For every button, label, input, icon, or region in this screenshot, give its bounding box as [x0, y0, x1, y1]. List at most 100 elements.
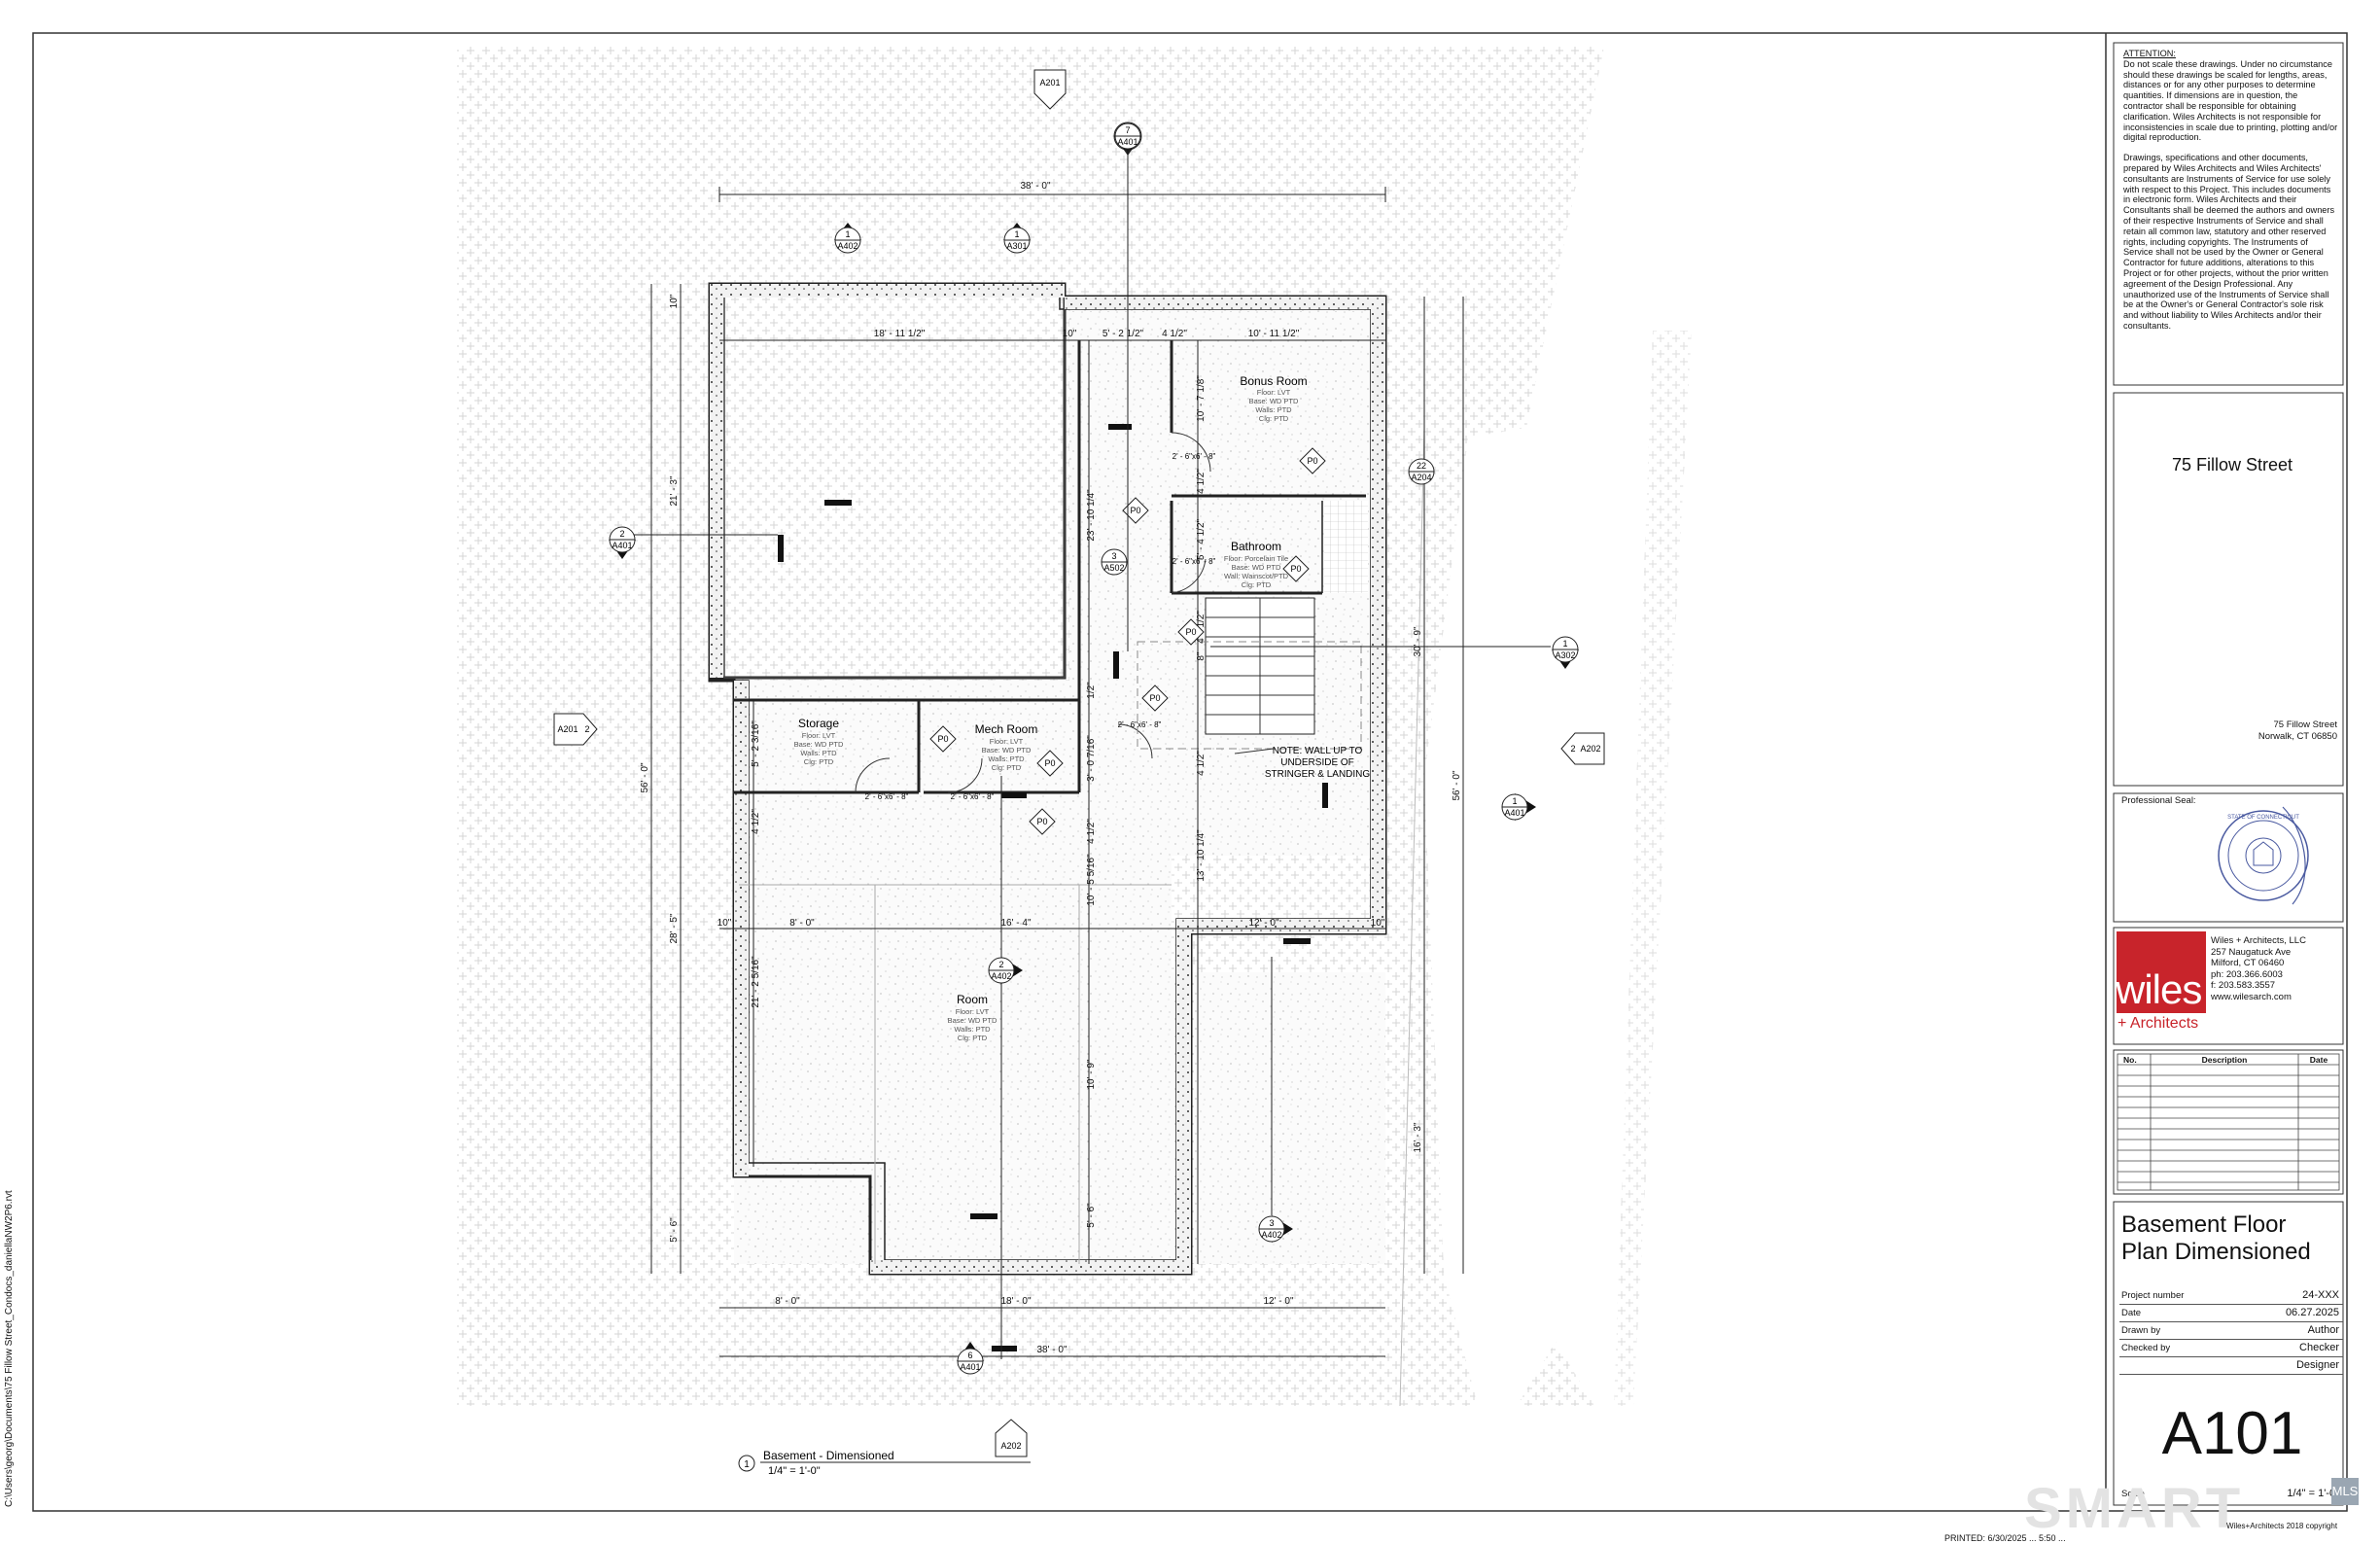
info-value: 06.27.2025: [2285, 1307, 2339, 1318]
info-row-drawn-by: Drawn by Author: [2119, 1322, 2343, 1340]
section-number: 1: [1512, 796, 1517, 806]
section-number: 2: [998, 960, 1003, 969]
section-number: 22: [1417, 461, 1426, 471]
professional-seal: STATE OF CONNECTICUT: [2218, 806, 2309, 905]
door-tag: P0: [1130, 506, 1140, 515]
door-tag: P0: [937, 734, 948, 744]
dim-v-stair-b: 8": [1196, 651, 1207, 661]
attention-paragraph-1: Do not scale these drawings. Under no ci…: [2123, 58, 2338, 143]
view-number: 1: [744, 1459, 750, 1470]
dim-v-lower2: 5' - 6": [1086, 1203, 1097, 1228]
firm-logo-word: wiles: [2116, 966, 2202, 1012]
attention-heading: ATTENTION:: [2123, 49, 2176, 58]
room-finish: Walls: PTD: [1255, 405, 1292, 414]
dim-mid-10a: 10": [718, 918, 732, 929]
info-value: Author: [2307, 1324, 2339, 1336]
dim-left-c: 5' - 6": [669, 1217, 680, 1243]
section-number: 2: [584, 724, 589, 734]
section-number: 1: [845, 229, 850, 239]
dim-bottom-overall: 38' - 0": [1036, 1345, 1067, 1355]
room-finish: Base: WD PTD: [982, 746, 1032, 754]
sheet-title: Basement Floor Plan Dimensioned: [2121, 1211, 2345, 1266]
attention-paragraph-2: Drawings, specifications and other docum…: [2123, 153, 2335, 331]
view-name: Basement - Dimensioned: [763, 1449, 894, 1462]
firm-web: www.wilesarch.com: [2211, 991, 2292, 1002]
section-number: 1: [1562, 639, 1567, 649]
project-address-line1: 75 Fillow Street: [2273, 719, 2337, 730]
door-labels: 2' - 6"x6' - 8" 2' - 6"x6' - 8" 2' - 6"x…: [865, 452, 1216, 801]
dim-right-overall: 56' - 0": [1452, 770, 1462, 800]
room-finish: Base: WD PTD: [1232, 563, 1281, 572]
dim-v-hall: 23' - 10 1/4": [1086, 489, 1097, 542]
firm-info: Wiles + Architects, LLC 257 Naugatuck Av…: [2211, 935, 2306, 1002]
door-tags: P0 P0 P0 P0 P0 P0 P0 P0: [929, 447, 1326, 835]
stair-note: NOTE: WALL UP TO UNDERSIDE OF STRINGER &…: [1234, 746, 1370, 780]
room-finish: Clg: PTD: [1259, 414, 1289, 423]
section-sheet: A401: [1117, 137, 1138, 147]
door-tag: P0: [1149, 693, 1160, 703]
room-finish: Floor: LVT: [1257, 388, 1291, 397]
section-sheet: A201: [557, 724, 578, 734]
door-tag: P0: [1290, 564, 1301, 574]
room-name: Room: [957, 993, 988, 1006]
door-tag: P0: [1044, 758, 1055, 768]
info-label: Drawn by: [2121, 1325, 2161, 1336]
info-row-scale: Scale 1/4" = 1'-0": [2119, 1486, 2343, 1502]
section-sheet: A502: [1103, 563, 1124, 573]
room-name: Bonus Room: [1240, 374, 1307, 388]
firm-logo-sub: + Architects: [2118, 1015, 2199, 1032]
scale-value: 1/4" = 1'-0": [2287, 1488, 2339, 1499]
section-sheet: A202: [1000, 1441, 1021, 1451]
dim-top-d: 4 1/2": [1162, 329, 1187, 339]
door-tag: P0: [1036, 817, 1047, 826]
view-scale: 1/4" = 1'-0": [768, 1465, 821, 1477]
room-finish: Clg: PTD: [804, 757, 834, 766]
door-size: 2' - 6"x6' - 8": [865, 792, 909, 801]
sheet-number: A101: [2161, 1400, 2303, 1467]
file-path: C:\Users\georg\Documents\75 Fillow Stree…: [4, 1190, 15, 1507]
dim-mid-c: 12' - 0": [1248, 918, 1278, 929]
section-sheet: A302: [1555, 650, 1575, 660]
dim-v-41-2c: 4 1/2": [1196, 751, 1207, 776]
copyright: Wiles+Architects 2018 copyright: [2226, 1522, 2338, 1530]
section-sheet: A402: [837, 241, 858, 251]
title-block-frames: [2113, 42, 2344, 1506]
revision-table: [2117, 1053, 2340, 1191]
dim-v-41-2b: 4 1/2": [1086, 819, 1097, 844]
section-sheet: A204: [1411, 473, 1431, 482]
section-markers: A201 7 A401 1 A402 1 A301: [553, 69, 1605, 1457]
room-labels: Bonus Room Floor: LVT Base: WD PTD Walls…: [794, 374, 1308, 1042]
dim-right-b: 16' - 3": [1413, 1122, 1423, 1152]
door-size: 2' - 6"x6' - 8": [951, 792, 995, 801]
section-sheet: A301: [1006, 241, 1027, 251]
dim-top-e: 10' - 11 1/2": [1248, 329, 1300, 339]
note-line: UNDERSIDE OF: [1280, 757, 1354, 768]
note-line: NOTE: WALL UP TO: [1273, 746, 1363, 756]
dim-bottom-b: 18' - 0": [1000, 1296, 1031, 1307]
dim-left-a: 21' - 3": [669, 475, 680, 506]
section-number: 2: [619, 529, 624, 539]
section-number: 3: [1269, 1218, 1274, 1228]
watermark-mls: MLS: [2331, 1478, 2359, 1505]
dim-mid-a: 8' - 0": [789, 918, 815, 929]
dim-left-overall: 56' - 0": [640, 762, 650, 792]
dim-v-room2: 13' - 10 1/4": [1196, 829, 1207, 882]
dim-v-41-2d: 4 1/2": [1196, 469, 1207, 494]
section-sheet: A401: [1504, 808, 1524, 818]
dim-right-a: 30' - 9": [1413, 626, 1423, 656]
dim-top-b: 10": [1063, 329, 1077, 339]
info-label: Project number: [2121, 1290, 2185, 1301]
room-finish: Floor: LVT: [802, 731, 836, 740]
section-sheet: A402: [1261, 1230, 1281, 1240]
room-name: Storage: [798, 717, 839, 730]
dim-v-bonus: 10' - 7 1/8": [1196, 375, 1207, 422]
dim-v-storage: 5' - 2 3/16": [751, 720, 761, 767]
firm-city: Milford, CT 06460: [2211, 958, 2285, 968]
dim-v-half: 1/2": [1086, 682, 1097, 699]
dim-bottom-a: 8' - 0": [775, 1296, 800, 1307]
section-sheet: A402: [991, 971, 1011, 981]
door-size: 2' - 6"x6' - 8": [1172, 452, 1216, 461]
room-finish: Floor: LVT: [990, 737, 1024, 746]
door-size: 2' - 6"x6' - 8": [1172, 557, 1216, 566]
dim-left-10: 10": [669, 294, 680, 308]
